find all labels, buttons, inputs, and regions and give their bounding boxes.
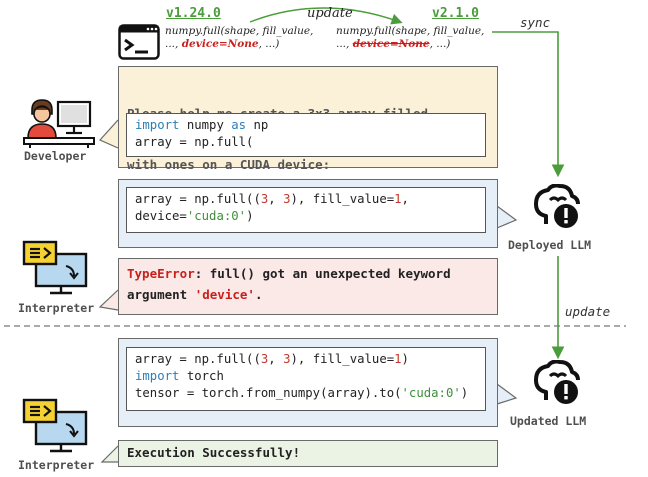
updated-llm-code-block: array = np.full((3, 3), fill_value=1)imp… [126, 347, 486, 411]
interpreter-success-bubble [118, 440, 498, 467]
updated-llm-code-line: tensor = torch.from_numpy(array).to('cud… [135, 386, 469, 400]
old-version-label: v1.24.0 [166, 6, 221, 21]
brain-alert-icon [532, 183, 584, 232]
interpreter-top-label: Interpreter [18, 301, 95, 315]
deployed-llm-label: Deployed LLM [508, 238, 592, 252]
interpreter-monitor-icon [22, 240, 92, 296]
interpreter-bottom-label: Interpreter [18, 458, 95, 472]
old-signature: numpy.full(shape, fill_value, ..., devic… [165, 25, 314, 50]
deployed-llm-code-line: array = np.full((3, 3), fill_value=1, [135, 192, 409, 206]
update-arrow-label: update [565, 304, 611, 319]
interpreter-error-message: TypeError: full() got an unexpected keyw… [127, 266, 451, 302]
deployed-llm-code-line: device='cuda:0') [135, 209, 254, 223]
deployed-llm-code-block: array = np.full((3, 3), fill_value=1,dev… [126, 187, 486, 233]
new-signature: numpy.full(shape, fill_value, ..., devic… [336, 25, 485, 50]
developer-code-block: import numpy as np array = np.full( [126, 113, 486, 157]
update-version-label: update [307, 6, 353, 21]
new-version-label: v2.1.0 [432, 6, 479, 21]
sync-label: sync [520, 15, 551, 30]
developer-avatar-icon [22, 98, 98, 148]
interpreter-monitor-icon [22, 398, 92, 454]
developer-code-line: import numpy as np [135, 118, 269, 132]
updated-llm-code-line: array = np.full((3, 3), fill_value=1) [135, 352, 409, 366]
interpreter-error-bubble [118, 258, 498, 315]
interpreter-success-message: Execution Successfully! [127, 445, 301, 460]
terminal-icon [118, 24, 160, 60]
updated-llm-code-line: import torch [135, 369, 224, 383]
sync-arrow [492, 31, 565, 178]
brain-alert-icon [532, 359, 584, 408]
developer-code-line: array = np.full( [135, 135, 254, 149]
developer-label: Developer [24, 149, 87, 163]
updated-llm-label: Updated LLM [510, 414, 587, 428]
update-arc [249, 7, 403, 25]
